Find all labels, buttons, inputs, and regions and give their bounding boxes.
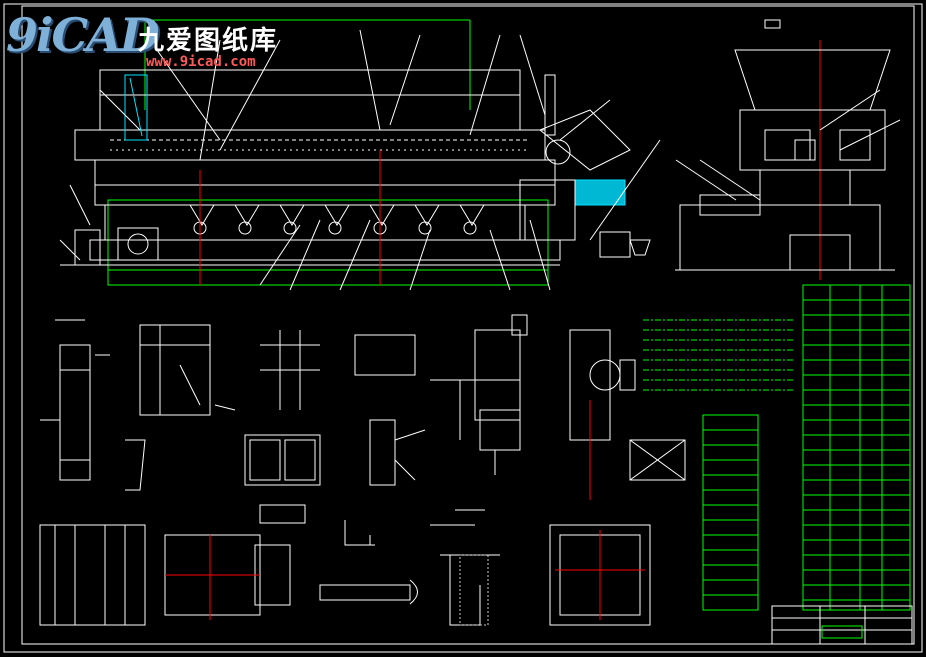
logo-url[interactable]: www.9icad.com [146,54,256,70]
logo-chinese-name: 九爱图纸库 [138,26,279,56]
side-elevation-view [675,19,901,280]
parts-list-tables [643,284,911,611]
site-logo[interactable]: 9iCAD 九爱图纸库 www.9icad.com [6,8,306,78]
main-elevation-view [59,19,661,291]
logo-mark: 9iCAD [6,8,160,62]
section-detail-views [40,314,686,500]
title-block [771,605,913,645]
drawing-frame-outer [3,3,923,653]
bottom-detail-views [39,504,651,626]
drawing-frame-inner [21,5,915,645]
